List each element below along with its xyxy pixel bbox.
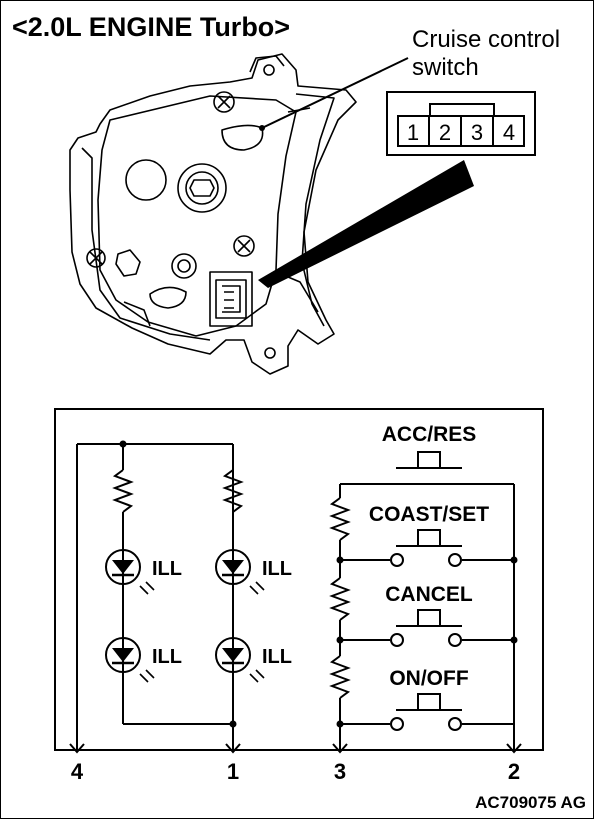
connector-pin-3: 3: [471, 120, 483, 145]
junction-dot: [510, 636, 518, 644]
led-ill-2: [215, 549, 265, 595]
switch-label-acc-res: ACC/RES: [382, 423, 477, 446]
switch-label-coast-set: COAST/SET: [369, 503, 489, 526]
ill-label-4: ILL: [262, 646, 292, 668]
junction-dot: [336, 636, 344, 644]
led-ill-1: [105, 549, 155, 595]
figure-code: AC709075 AG: [475, 793, 586, 812]
switch-assembly-illustration: [69, 53, 357, 375]
ill-label-1: ILL: [152, 558, 182, 580]
junction-dot: [336, 556, 344, 564]
terminal-label-1: 1: [227, 759, 239, 784]
connector-pointer-wedge: [258, 160, 474, 288]
ill-label-2: ILL: [262, 558, 292, 580]
connector-pin-2: 2: [439, 120, 451, 145]
callout-label-line1: Cruise control: [412, 26, 560, 53]
led-ill-3: [105, 637, 155, 683]
connector-pin-1: 1: [407, 120, 419, 145]
connector-pin-4: 4: [503, 120, 515, 145]
switch-label-on-off: ON/OFF: [389, 667, 468, 690]
figure-title: <2.0L ENGINE Turbo>: [12, 12, 290, 42]
ill-label-3: ILL: [152, 646, 182, 668]
junction-dot: [119, 440, 127, 448]
callout-leader-line: [261, 57, 409, 129]
junction-dot: [510, 556, 518, 564]
illumination-circuit: [69, 443, 244, 754]
schematic-box: [54, 408, 544, 751]
switch-label-cancel: CANCEL: [385, 583, 473, 606]
terminal-label-4: 4: [71, 759, 84, 784]
led-ill-4: [215, 637, 265, 683]
junction-dot: [229, 720, 237, 728]
terminal-label-3: 3: [334, 759, 346, 784]
connector-face: [386, 91, 536, 156]
callout-label-line2: switch: [412, 54, 479, 81]
junction-dot: [336, 720, 344, 728]
terminal-label-2: 2: [508, 759, 520, 784]
